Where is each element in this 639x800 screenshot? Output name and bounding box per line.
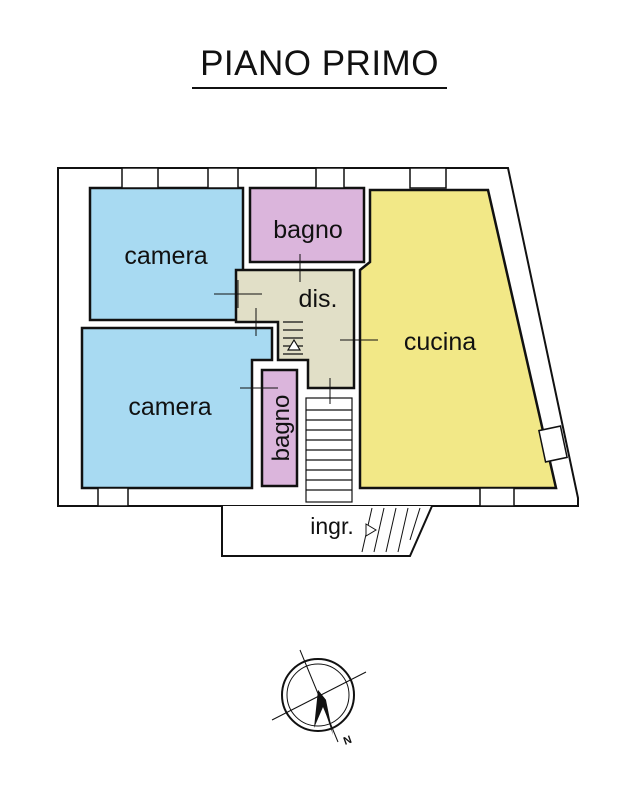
door-marks <box>214 254 378 404</box>
label-camera-top: camera <box>124 242 207 270</box>
label-bagno-top: bagno <box>273 216 343 244</box>
room-bagno-side <box>260 368 299 488</box>
compass-north-label: N <box>342 734 354 748</box>
room-dis <box>234 268 356 390</box>
windows <box>97 167 568 507</box>
label-dis: dis. <box>299 285 338 313</box>
title-underline <box>192 87 447 89</box>
room-camera-bottom <box>80 326 274 490</box>
label-camera-bottom: camera <box>128 393 211 421</box>
room-cucina <box>358 188 558 490</box>
label-bagno-side: bagno <box>268 395 295 462</box>
label-ingr: ingr. <box>310 513 353 539</box>
compass-rose: N <box>271 649 367 748</box>
staircase <box>283 321 353 503</box>
entrance-landing <box>221 505 433 557</box>
label-cucina: cucina <box>404 328 476 356</box>
entrance-steps <box>361 507 421 553</box>
plan-title: PIANO PRIMO <box>200 44 439 83</box>
